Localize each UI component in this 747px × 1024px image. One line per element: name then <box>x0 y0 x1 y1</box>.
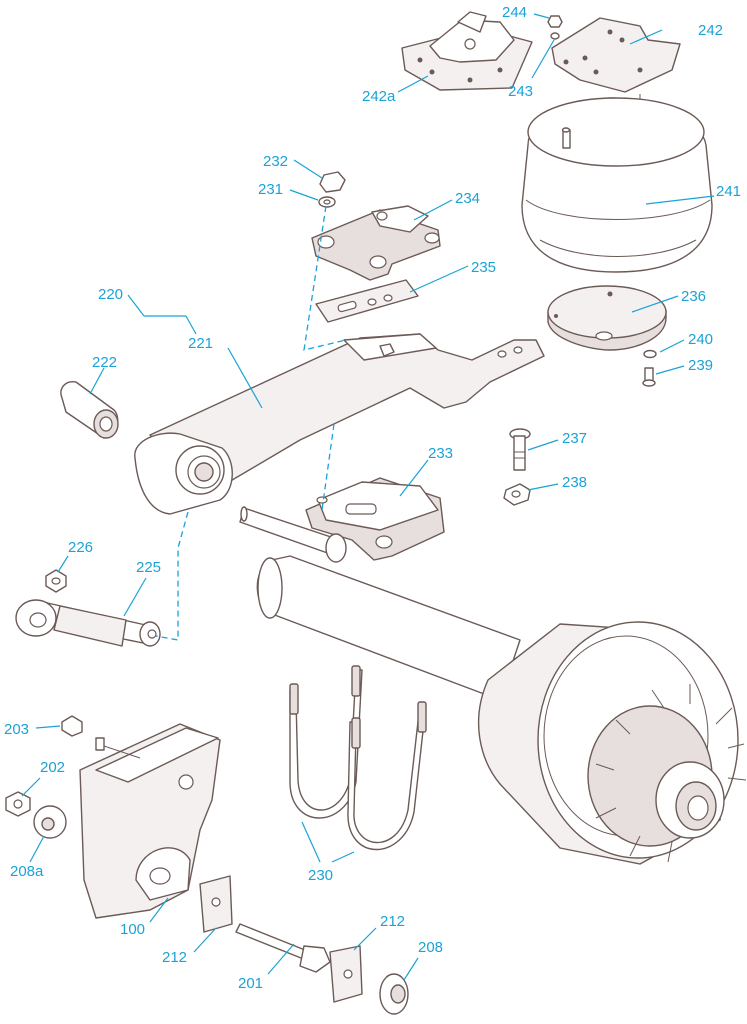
label-237: 237 <box>562 430 587 447</box>
part-243-washer <box>550 32 560 40</box>
part-203-nut <box>61 715 83 737</box>
label-212-right: 212 <box>380 913 405 930</box>
label-222: 222 <box>92 354 117 371</box>
label-230: 230 <box>308 867 333 884</box>
part-242-plate <box>551 17 681 93</box>
label-242: 242 <box>698 22 723 39</box>
part-242a-bracket <box>401 11 533 91</box>
label-242a: 242a <box>362 88 396 105</box>
part-226-nut <box>45 569 67 593</box>
label-221: 221 <box>188 335 213 352</box>
label-203: 203 <box>4 721 29 738</box>
label-208: 208 <box>418 939 443 956</box>
assembly-lines <box>155 205 347 641</box>
part-222-bushing <box>60 381 119 439</box>
label-233: 233 <box>428 445 453 462</box>
label-238: 238 <box>562 474 587 491</box>
label-235: 235 <box>471 259 496 276</box>
label-225: 225 <box>136 559 161 576</box>
label-202: 202 <box>40 759 65 776</box>
part-240-washer <box>643 349 657 359</box>
part-238-nut <box>503 483 531 506</box>
part-241-air-spring <box>521 94 713 273</box>
part-234-upper-seat <box>311 205 441 281</box>
part-232-nut <box>319 171 346 193</box>
part-208a-washer <box>33 805 67 839</box>
part-208-washer <box>379 973 409 1015</box>
label-241: 241 <box>716 183 741 200</box>
label-236: 236 <box>681 288 706 305</box>
label-234: 234 <box>455 190 480 207</box>
label-231: 231 <box>258 181 283 198</box>
part-201-bolt <box>235 923 331 973</box>
label-240: 240 <box>688 331 713 348</box>
part-axle-with-drum <box>256 555 747 865</box>
part-244-nut <box>547 15 563 28</box>
label-212-left: 212 <box>162 949 187 966</box>
label-226: 226 <box>68 539 93 556</box>
callout-labels: 244 242 242a 243 241 232 231 234 235 236… <box>4 4 741 992</box>
label-100: 100 <box>120 921 145 938</box>
part-236-spring-seat <box>547 285 667 351</box>
label-208a: 208a <box>10 863 44 880</box>
part-225-shock-absorber <box>15 599 161 647</box>
leader-lines <box>21 13 715 981</box>
label-201: 201 <box>238 975 263 992</box>
part-100-hanger-bracket <box>79 723 221 919</box>
part-202-nut <box>5 791 31 817</box>
label-239: 239 <box>688 357 713 374</box>
part-212-plate-left <box>199 875 233 933</box>
part-239-bolt <box>642 367 656 387</box>
label-232: 232 <box>263 153 288 170</box>
part-stud <box>239 506 347 563</box>
part-212-plate-right <box>329 945 363 1003</box>
part-237-bolt <box>509 428 531 471</box>
part-221-trailing-arm <box>134 333 545 515</box>
label-243: 243 <box>508 83 533 100</box>
part-230-u-bolts <box>289 665 427 850</box>
part-231-washer <box>318 196 336 208</box>
part-235-shim-plate <box>315 279 419 323</box>
label-220: 220 <box>98 286 123 303</box>
part-233-lower-seat <box>305 477 445 561</box>
label-244: 244 <box>502 4 527 21</box>
